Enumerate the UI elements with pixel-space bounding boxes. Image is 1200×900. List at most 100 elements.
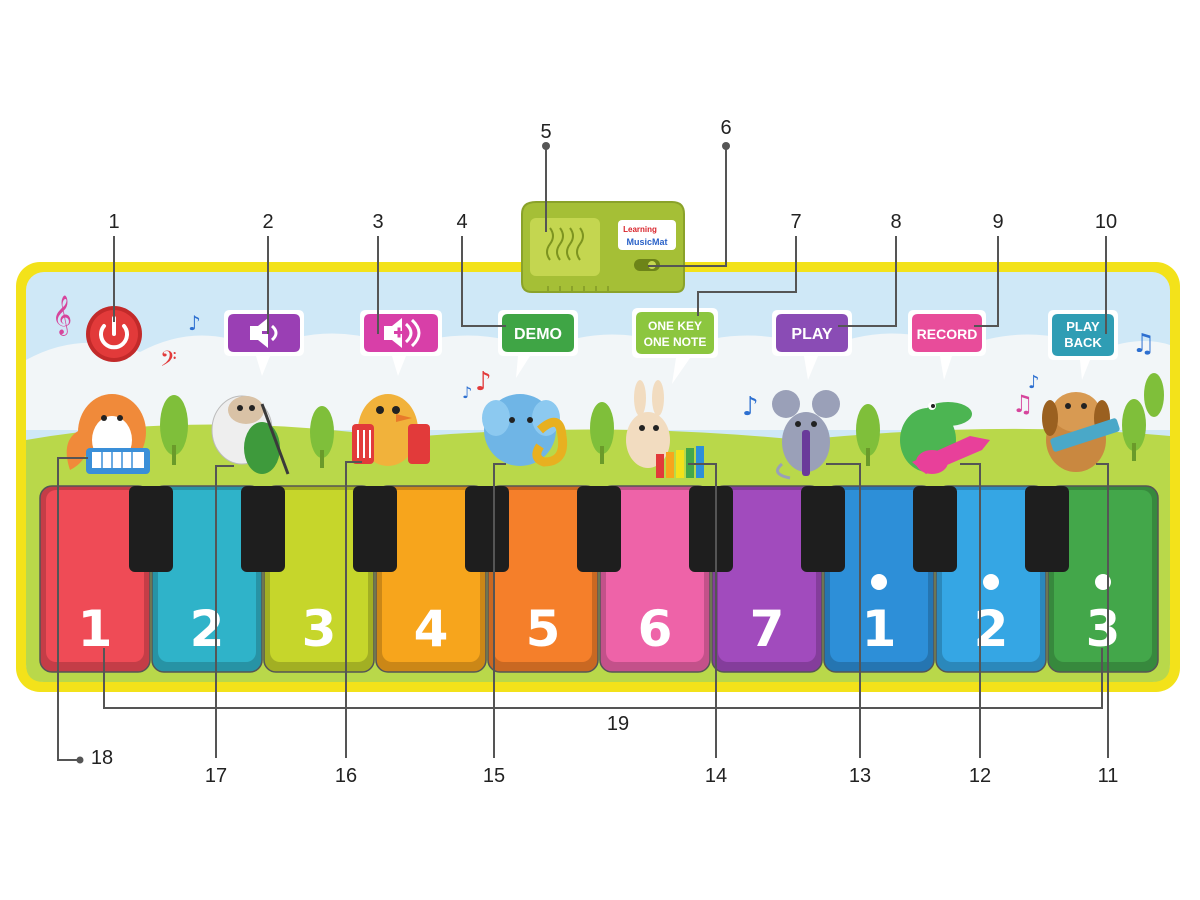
sheep-cello-button[interactable] [211, 395, 290, 475]
black-key-7 [801, 486, 845, 572]
black-key-8 [913, 486, 957, 572]
logo-top-text: Learning [623, 225, 657, 234]
piano-key-2[interactable]: 2 [151, 485, 263, 673]
callout-12: 12 [969, 765, 991, 787]
harmonica-icon [1050, 418, 1120, 452]
callout-13: 13 [849, 765, 871, 787]
black-key-2 [241, 486, 285, 572]
elephant-saxophone-button[interactable] [482, 394, 568, 467]
piano-key-10[interactable]: 3 [1047, 485, 1159, 673]
playback-label-line1: PLAY [1066, 319, 1100, 334]
svg-text:♪: ♪ [475, 367, 492, 397]
callout-8: 8 [890, 211, 901, 233]
piano-key-number: 1 [78, 600, 113, 658]
demo-button[interactable]: DEMO [498, 310, 578, 378]
callout-14: 14 [705, 765, 727, 787]
piano-key-number: 2 [974, 600, 1009, 658]
callout-3: 3 [372, 211, 383, 233]
playback-button[interactable]: PLAY BACK [1048, 310, 1118, 380]
black-key-1 [129, 486, 173, 572]
one-note-label: ONE NOTE [644, 335, 707, 349]
svg-text:𝄞: 𝄞 [52, 295, 72, 336]
flute-icon [802, 430, 810, 476]
play-label: PLAY [791, 326, 833, 343]
callout-6: 6 [720, 117, 731, 139]
piano-key-6[interactable]: 6 [599, 485, 711, 673]
mouse-flute-button[interactable] [772, 390, 840, 480]
volume-down-button[interactable] [224, 310, 304, 376]
clouds [26, 333, 1170, 430]
one-key-label: ONE KEY [648, 319, 702, 333]
svg-text:♪: ♪ [462, 383, 472, 402]
speaker-icon [546, 227, 584, 261]
power-button[interactable] [86, 306, 142, 362]
piano-key-1[interactable]: 1 [39, 485, 151, 673]
piano-key-5[interactable]: 5 [487, 485, 599, 673]
piano-key-7[interactable]: 7 [711, 485, 823, 673]
piano-key-number: 4 [414, 600, 449, 658]
callout-16: 16 [335, 765, 357, 787]
svg-text:♪: ♪ [188, 311, 201, 335]
record-button[interactable]: RECORD [908, 310, 986, 380]
callout-19: 19 [607, 713, 629, 735]
callout-7: 7 [790, 211, 801, 233]
svg-text:♪: ♪ [742, 392, 759, 422]
callout-4: 4 [456, 211, 467, 233]
demo-label: DEMO [514, 326, 562, 343]
black-keys [129, 486, 1069, 572]
callout-5: 5 [540, 121, 551, 143]
callout-9: 9 [992, 211, 1003, 233]
callout-1: 1 [108, 211, 119, 233]
callout-17: 17 [205, 765, 227, 787]
piano-key-number: 7 [750, 600, 785, 658]
speaker-grille [530, 218, 600, 276]
volume-up-button[interactable] [360, 310, 442, 376]
piano-key-9[interactable]: 2 [935, 485, 1047, 673]
tree-icons [160, 373, 1164, 468]
piano-key-number: 6 [638, 600, 673, 658]
svg-text:♫: ♫ [1012, 390, 1034, 418]
piano-key-number: 3 [302, 600, 337, 658]
callout-11: 11 [1098, 765, 1119, 787]
record-label: RECORD [917, 326, 978, 342]
piano-key-number: 5 [526, 600, 561, 658]
piano-key-number: 1 [862, 600, 897, 658]
instrument-buttons [66, 380, 1120, 480]
black-key-9 [1025, 486, 1069, 572]
music-note-icons: 𝄞 𝄢 ♪ ♪ ♪ ♪ ♫ ♪ ♫ [52, 295, 1155, 422]
callout-labels: 1 2 3 4 5 6 7 8 9 10 11 12 13 14 15 16 1… [91, 117, 1119, 787]
bird-accordion-button[interactable] [352, 394, 430, 466]
callout-15: 15 [483, 765, 505, 787]
black-key-4 [465, 486, 509, 572]
black-key-6 [689, 486, 733, 572]
callout-18: 18 [91, 747, 113, 769]
svg-text:♪: ♪ [1028, 372, 1040, 393]
logo-bottom-text: MusicMat [626, 237, 667, 247]
high-octave-dot [871, 574, 887, 590]
black-key-3 [353, 486, 397, 572]
dog-harmonica-button[interactable] [1042, 392, 1120, 472]
bunny-xylophone-button[interactable] [626, 380, 704, 478]
play-button[interactable]: PLAY [772, 310, 852, 380]
callout-2: 2 [262, 211, 273, 233]
piano-key-8[interactable]: 1 [823, 485, 935, 673]
fox-keyboard-button[interactable] [66, 394, 150, 474]
black-key-5 [577, 486, 621, 572]
crocodile-guitar-button[interactable] [900, 402, 990, 474]
control-buttons: DEMO ONE KEY ONE NOTE PLAY RECORD PLAY B… [86, 306, 1118, 384]
high-octave-dot [983, 574, 999, 590]
piano-key-number: 2 [190, 600, 225, 658]
callout-10: 10 [1095, 211, 1117, 233]
logo-badge [618, 220, 676, 250]
piano-key-4[interactable]: 4 [375, 485, 487, 673]
svg-text:𝄢: 𝄢 [160, 347, 177, 377]
volume-up-icon [384, 318, 421, 348]
leader-lines [57, 142, 1109, 764]
saxophone-icon [532, 417, 568, 467]
cello-icon [244, 422, 280, 474]
speaker-unit: Learning MusicMat [521, 201, 685, 293]
playback-label-line2: BACK [1064, 335, 1102, 350]
one-key-one-note-button[interactable]: ONE KEY ONE NOTE [632, 308, 718, 384]
